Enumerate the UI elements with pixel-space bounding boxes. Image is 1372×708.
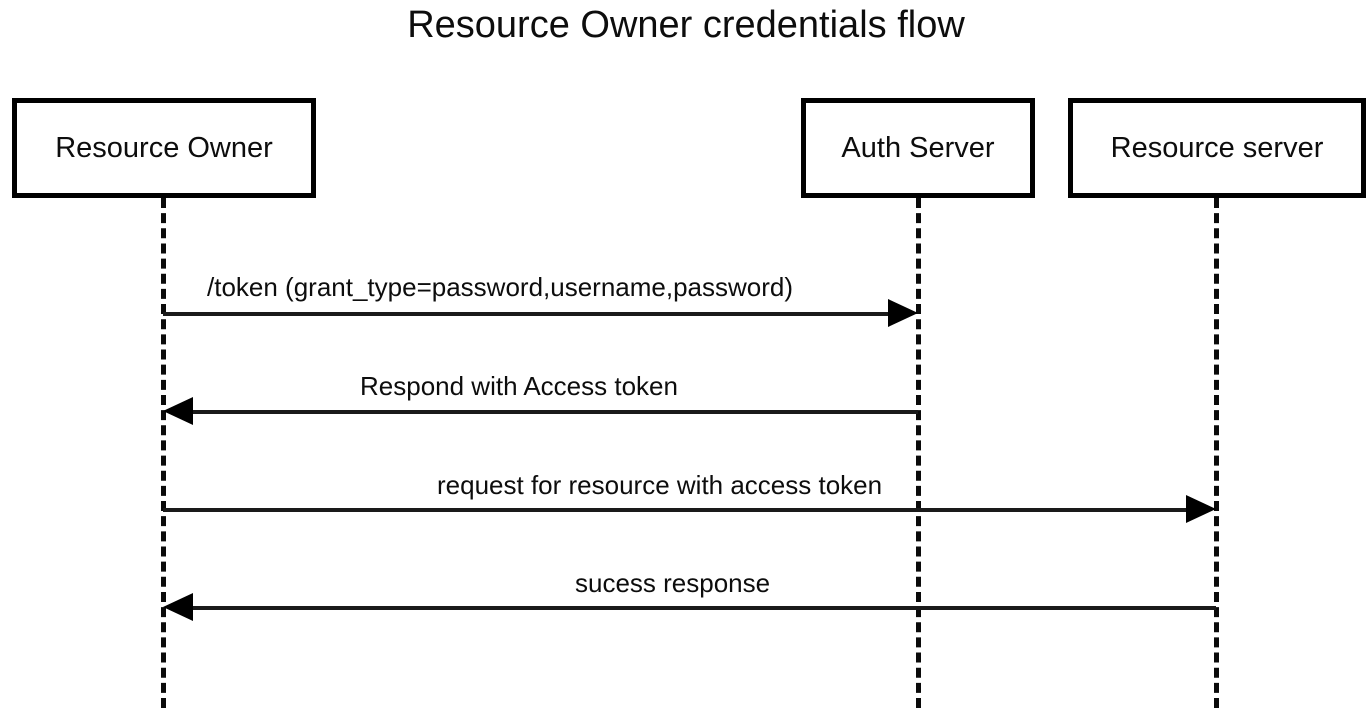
participant-box-resource-server[interactable]: Resource server: [1068, 98, 1366, 198]
lifeline-resource-owner: [161, 198, 166, 708]
message-line-4: [193, 606, 1216, 610]
participant-label-resource-owner: Resource Owner: [55, 131, 273, 164]
diagram-title: Resource Owner credentials flow: [407, 4, 965, 46]
message-label-4: sucess response: [575, 568, 771, 598]
message-line-1: [163, 312, 888, 316]
message-label-1: /token (grant_type=password,username,pas…: [207, 272, 794, 302]
message-label-3: request for resource with access token: [437, 470, 883, 500]
lifeline-resource-server: [1214, 198, 1219, 708]
message-arrowhead-1: [888, 299, 918, 327]
message-line-2: [193, 410, 918, 414]
message-arrowhead-4: [163, 593, 193, 621]
message-line-3: [163, 508, 1186, 512]
participant-label-auth-server: Auth Server: [841, 131, 995, 164]
message-arrowhead-3: [1186, 495, 1216, 523]
message-arrowhead-2: [163, 397, 193, 425]
message-label-2: Respond with Access token: [360, 371, 678, 401]
participant-box-auth-server[interactable]: Auth Server: [801, 98, 1035, 198]
participant-box-resource-owner[interactable]: Resource Owner: [12, 98, 316, 198]
lifeline-auth-server: [916, 198, 921, 708]
participant-label-resource-server: Resource server: [1110, 131, 1324, 164]
